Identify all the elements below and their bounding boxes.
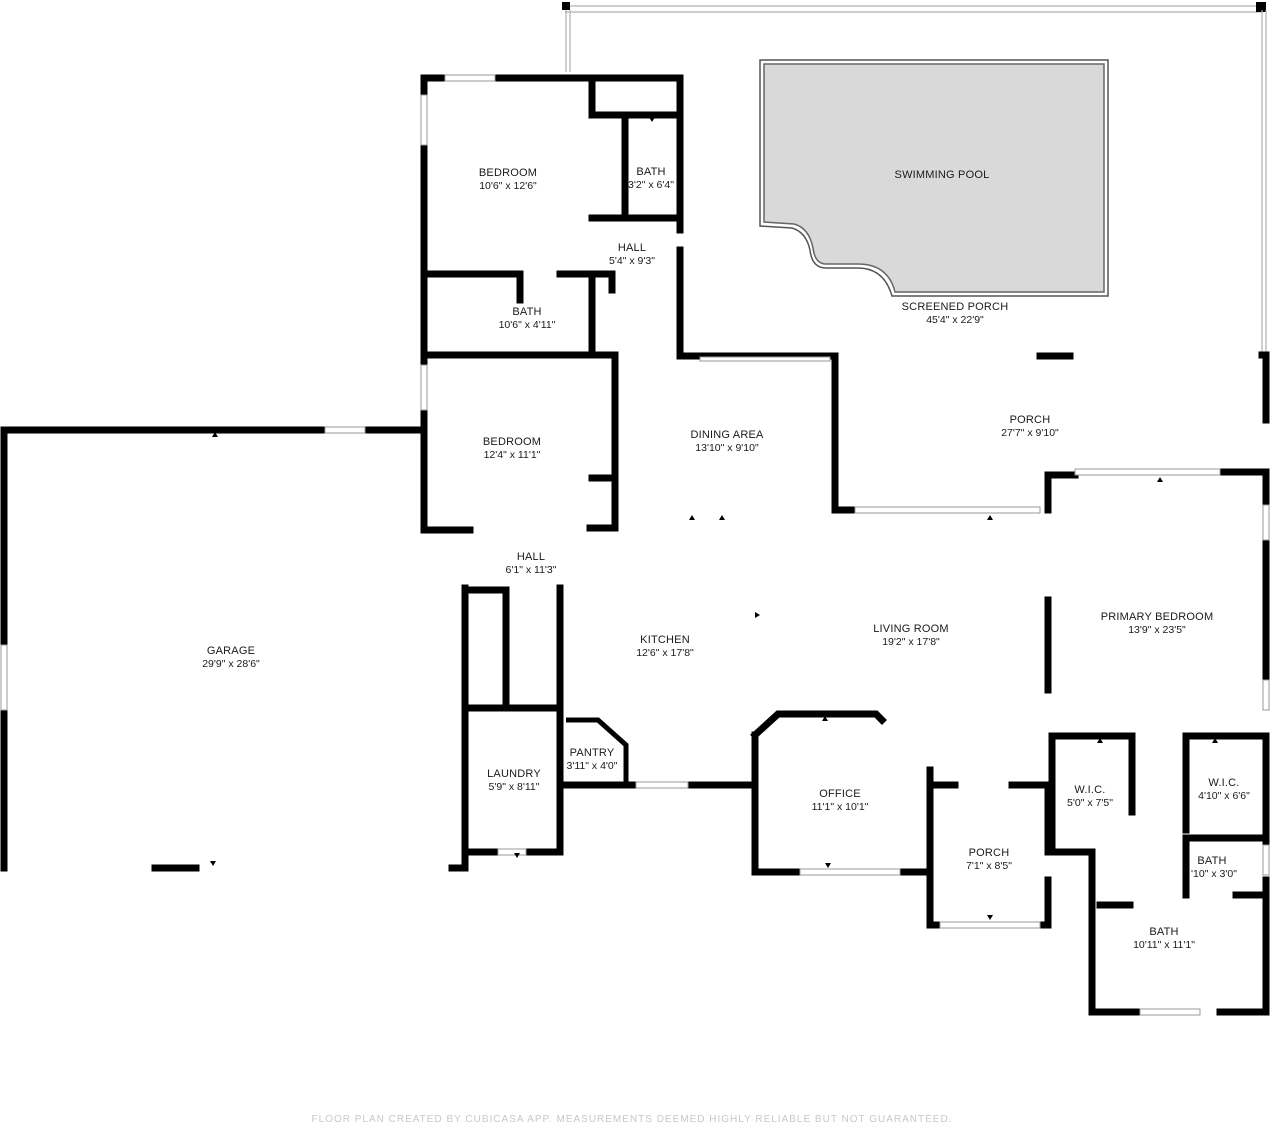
- footer-disclaimer: FLOOR PLAN CREATED BY CUBICASA APP. MEAS…: [312, 1114, 953, 1125]
- room-name-swimming-pool: SWIMMING POOL: [895, 169, 990, 181]
- room-name-kitchen: KITCHEN: [640, 634, 690, 646]
- room-dims-dining-area: 13'10" x 9'10": [695, 442, 759, 454]
- room-name-bath-4: BATH: [1149, 926, 1178, 938]
- room-dims-wic-2: 4'10" x 6'6": [1198, 790, 1250, 802]
- room-dims-screened-porch: 45'4" x 22'9": [926, 314, 984, 326]
- room-name-porch-1: PORCH: [1010, 414, 1051, 426]
- room-name-wic-1: W.I.C.: [1074, 784, 1105, 796]
- room-dims-living-room: 19'2" x 17'8": [882, 636, 940, 648]
- room-name-porch-2: PORCH: [969, 847, 1010, 859]
- room-dims-bedroom-2: 12'4" x 11'1": [484, 449, 541, 461]
- walls: [0, 74, 1270, 1016]
- room-dims-garage: 29'9" x 28'6": [202, 658, 260, 670]
- room-dims-pantry: 3'11" x 4'0": [567, 760, 618, 772]
- room-name-bath-2: BATH: [512, 306, 541, 318]
- room-dims-laundry: 5'9" x 8'11": [489, 781, 540, 793]
- room-dims-bedroom-1: 10'6" x 12'6": [479, 180, 537, 192]
- room-dims-hall-2: 6'1" x 11'3": [506, 564, 557, 576]
- room-dims-bath-3: '10" x 3'0": [1191, 868, 1237, 880]
- room-dims-bath-2: 10'6" x 4'11": [499, 319, 556, 331]
- room-name-hall-2: HALL: [517, 551, 545, 563]
- room-dims-porch-1: 27'7" x 9'10": [1001, 427, 1059, 439]
- room-dims-hall-1: 5'4" x 9'3": [609, 255, 655, 267]
- room-name-hall-1: HALL: [618, 242, 646, 254]
- room-name-living-room: LIVING ROOM: [873, 623, 949, 635]
- room-name-bath-1: BATH: [636, 166, 665, 178]
- room-dims-porch-2: 7'1" x 8'5": [966, 860, 1012, 872]
- swimming-pool-shape: [759, 59, 1109, 297]
- room-name-garage: GARAGE: [207, 645, 255, 657]
- room-name-bedroom-1: BEDROOM: [479, 167, 537, 179]
- room-name-pantry: PANTRY: [570, 747, 615, 759]
- room-name-wic-2: W.I.C.: [1208, 777, 1239, 789]
- room-name-office: OFFICE: [819, 788, 861, 800]
- room-dims-wic-1: 5'0" x 7'5": [1067, 797, 1113, 809]
- room-dims-primary-bedroom: 13'9" x 23'5": [1128, 624, 1186, 636]
- door-marks: [210, 117, 1218, 920]
- room-name-screened-porch: SCREENED PORCH: [902, 301, 1009, 313]
- room-name-bath-3: BATH: [1197, 855, 1226, 867]
- room-dims-office: 11'1" x 10'1": [812, 801, 869, 813]
- room-dims-kitchen: 12'6" x 17'8": [636, 647, 694, 659]
- room-labels: BEDROOM 10'6" x 12'6" BATH 3'2" x 6'4" H…: [202, 166, 1250, 951]
- room-dims-bath-4: 10'11" x 11'1": [1133, 939, 1195, 951]
- room-dims-bath-1: 3'2" x 6'4": [628, 179, 674, 191]
- room-name-dining-area: DINING AREA: [690, 429, 764, 441]
- screened-porch-enclosure: [562, 2, 1267, 355]
- room-name-bedroom-2: BEDROOM: [483, 436, 541, 448]
- room-name-primary-bedroom: PRIMARY BEDROOM: [1101, 611, 1214, 623]
- room-name-laundry: LAUNDRY: [487, 768, 541, 780]
- windows: [0, 74, 1270, 1016]
